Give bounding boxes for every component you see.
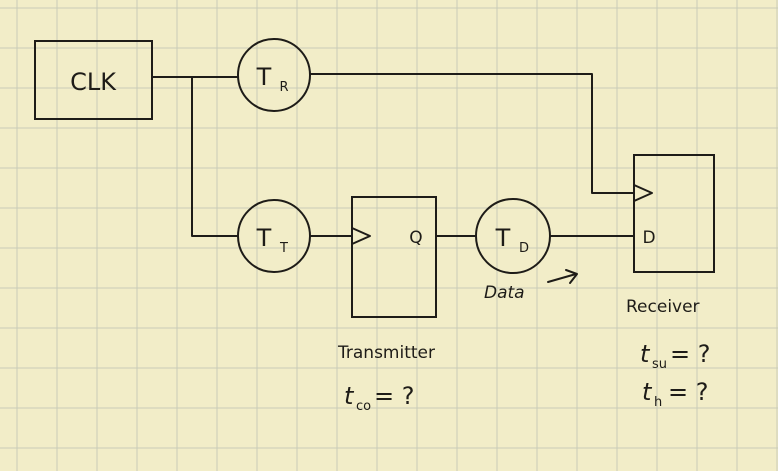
th-annotation: t h = ? (642, 378, 708, 410)
tsu-annotation: t su = ? (640, 340, 710, 372)
tsu-rest: = ? (670, 340, 710, 368)
transmitter-clock-triangle (351, 227, 371, 245)
tr-main: T (256, 63, 272, 91)
tco-rest: = ? (374, 382, 414, 410)
clk-block: CLK (34, 40, 153, 120)
data-annotation: Data (484, 269, 578, 303)
transmitter-caption: Transmitter (337, 343, 435, 363)
td-main: T (495, 224, 511, 252)
tsu-main: t (640, 340, 651, 368)
td-delay: T D (475, 198, 551, 274)
tr-delay: T R (237, 38, 311, 112)
wire-tr-to-receiver-clock (309, 73, 635, 194)
receiver-d-port: D (642, 228, 655, 248)
data-arrow-head (565, 269, 578, 284)
receiver-flipflop: D (633, 154, 715, 273)
td-sub: D (519, 241, 529, 256)
tt-main: T (256, 224, 272, 252)
tt-sub: T (279, 241, 288, 256)
transmitter-box (351, 196, 437, 318)
wire-clk-branch-to-tt (191, 76, 239, 237)
wires (151, 73, 635, 237)
receiver-box (633, 154, 715, 273)
receiver-clock-triangle (633, 184, 653, 202)
transmitter-flipflop: Q (351, 196, 437, 318)
tco-sub: co (356, 399, 371, 414)
clk-label: CLK (70, 68, 117, 96)
tt-circle (237, 199, 311, 273)
receiver-caption: Receiver (626, 297, 700, 317)
data-label: Data (484, 283, 525, 303)
tr-circle (237, 38, 311, 112)
td-circle (475, 198, 551, 274)
tsu-sub: su (652, 357, 667, 372)
tr-sub: R (279, 80, 288, 95)
th-main: t (642, 378, 653, 406)
tt-delay: T T (237, 199, 311, 273)
data-arrow-shaft (547, 273, 577, 283)
th-sub: h (654, 395, 662, 410)
th-rest: = ? (668, 378, 708, 406)
clk-box (34, 40, 153, 120)
tco-annotation: t co = ? (344, 382, 414, 414)
tco-main: t (344, 382, 355, 410)
transmitter-q-port: Q (409, 228, 422, 248)
